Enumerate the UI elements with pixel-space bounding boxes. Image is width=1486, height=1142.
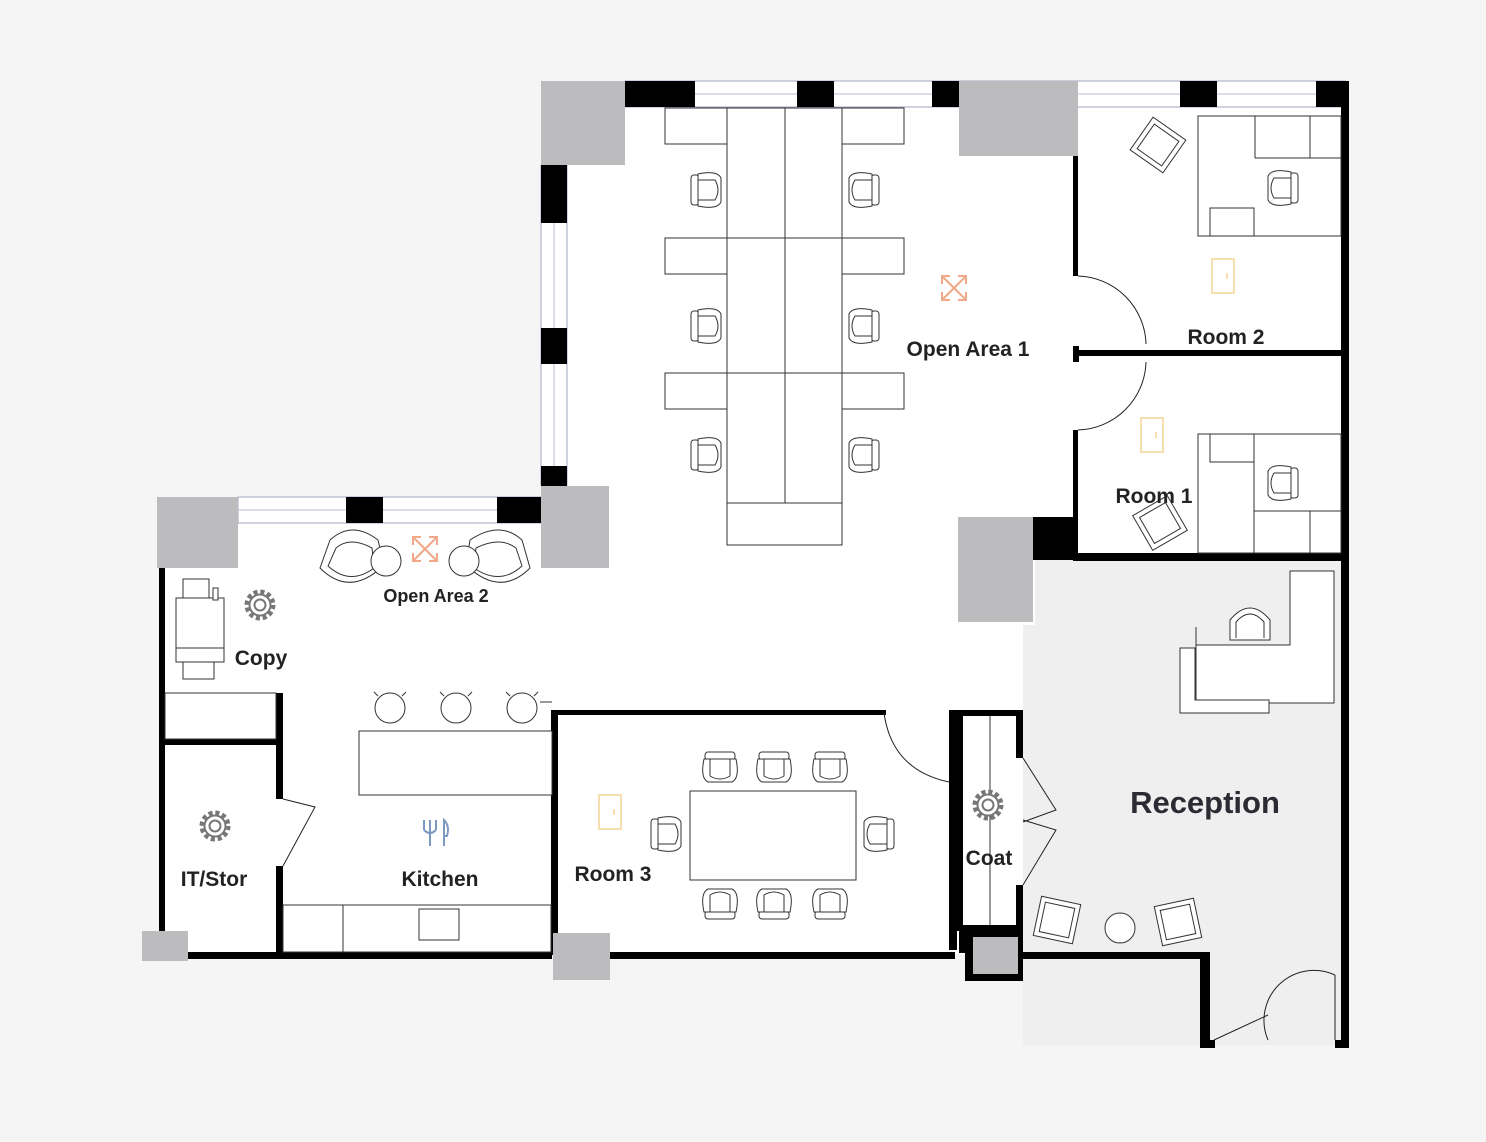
reception-furniture (1032, 570, 1335, 947)
room-label-kitchen: Kitchen (401, 868, 478, 891)
coat-gear-icon (975, 792, 1001, 818)
room-label-open-area-2: Open Area 2 (383, 586, 488, 606)
room-label-room-2: Room 2 (1187, 326, 1264, 349)
room-labels: Open Area 1 Room 2 Room 1 Open Area 2 Co… (181, 326, 1280, 891)
room-label-coat: Coat (966, 847, 1013, 870)
copy-machine (175, 578, 225, 680)
room-label-room-3: Room 3 (574, 863, 651, 886)
structural-columns (142, 81, 1078, 980)
storage-shelf (164, 692, 277, 740)
room-label-reception: Reception (1130, 785, 1280, 820)
conference-furniture (651, 751, 894, 919)
kitchen-furniture (282, 691, 553, 953)
walls (159, 81, 1349, 1048)
it-stor-gear-icon (202, 813, 228, 839)
room-label-copy: Copy (235, 647, 288, 670)
kitchen-fork-knife-icon (423, 817, 449, 846)
doors (282, 275, 1336, 1041)
room-label-it-stor: IT/Stor (181, 868, 248, 891)
lounge-furniture (319, 529, 531, 583)
room-label-open-area-1: Open Area 1 (907, 338, 1030, 361)
room-1-furniture (1132, 433, 1342, 554)
room-label-room-1: Room 1 (1115, 485, 1192, 508)
copy-gear-icon (247, 592, 273, 618)
room-2-furniture (1129, 115, 1342, 237)
workstation-desks (664, 107, 905, 546)
